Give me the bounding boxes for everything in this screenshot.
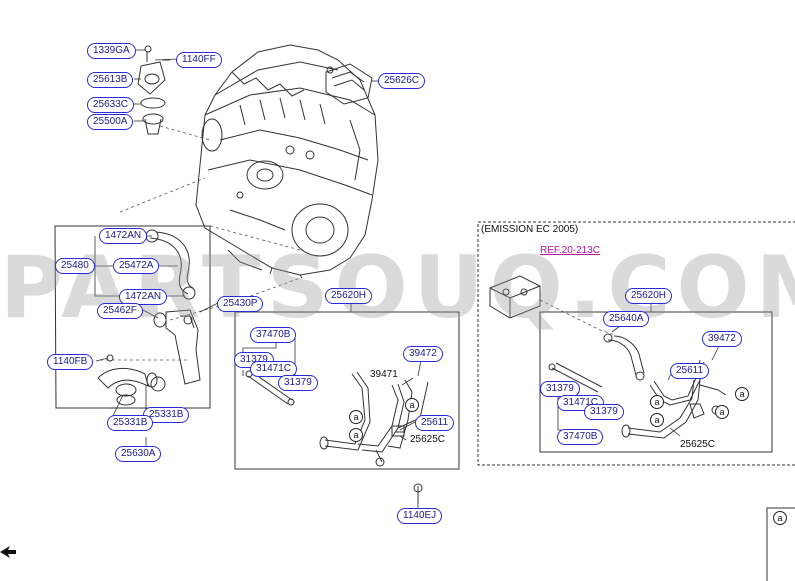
center-pipe-group [245,370,429,504]
part-label[interactable]: 25331B [107,415,154,431]
legend-a: a [773,511,787,525]
callout-a-1: a [349,410,363,424]
part-label[interactable]: 25611 [415,415,455,431]
part-label[interactable]: 25633C [87,97,135,113]
thermostat-parts [137,45,170,135]
ref-link[interactable]: REF.20-213C [540,245,601,256]
label-leaders [91,49,720,510]
part-label[interactable]: 1339GA [87,43,136,59]
part-label[interactable]: 39472 [403,346,443,362]
part-label-plain[interactable]: 25625C [410,434,446,445]
part-label[interactable]: 1472AN [119,289,168,305]
left-hose-group [97,229,201,406]
part-label[interactable]: 25640A [603,311,650,327]
part-label[interactable]: 25480 [55,258,95,274]
callout-a-6: a [650,413,664,427]
part-label[interactable]: 25613B [87,72,134,88]
part-label[interactable]: 31471C [250,361,298,377]
part-label[interactable]: 1472AN [99,228,148,244]
part-label[interactable]: 25620H [325,288,373,304]
part-label[interactable]: 25630A [115,446,162,462]
group-boxes [54,221,795,581]
part-label[interactable]: 39472 [702,331,742,347]
callout-a-3: a [405,398,419,412]
callout-a-4: a [735,387,749,401]
part-label[interactable]: 1140FF [176,52,222,68]
part-label[interactable]: 25611 [670,363,710,379]
part-label[interactable]: 37470B [250,327,297,343]
bracket-part [325,63,373,105]
part-label[interactable]: 25626C [378,73,426,89]
dashed-leaders [100,125,616,361]
part-label[interactable]: 25472A [113,258,160,274]
part-label[interactable]: 25620H [625,288,673,304]
part-label-plain[interactable]: 39471 [370,369,398,380]
part-label[interactable]: 1140EJ [397,508,443,524]
part-label[interactable]: 25430P [217,296,264,312]
callout-a-2: a [349,428,363,442]
part-label-plain[interactable]: 25625C [680,439,716,450]
callout-a-7: a [715,405,729,419]
direction-arrow-icon [0,546,16,558]
part-label[interactable]: 37470B [557,429,604,445]
emission-title: (EMISSION EC 2005) [481,224,579,235]
part-label[interactable]: 25462F [97,303,143,319]
part-label[interactable]: 1140FB [47,354,94,370]
part-label[interactable]: 31379 [278,375,318,391]
callout-a-5: a [650,395,664,409]
engine-block [195,44,379,279]
part-label[interactable]: 25500A [87,114,134,130]
part-label[interactable]: 31379 [584,404,624,420]
